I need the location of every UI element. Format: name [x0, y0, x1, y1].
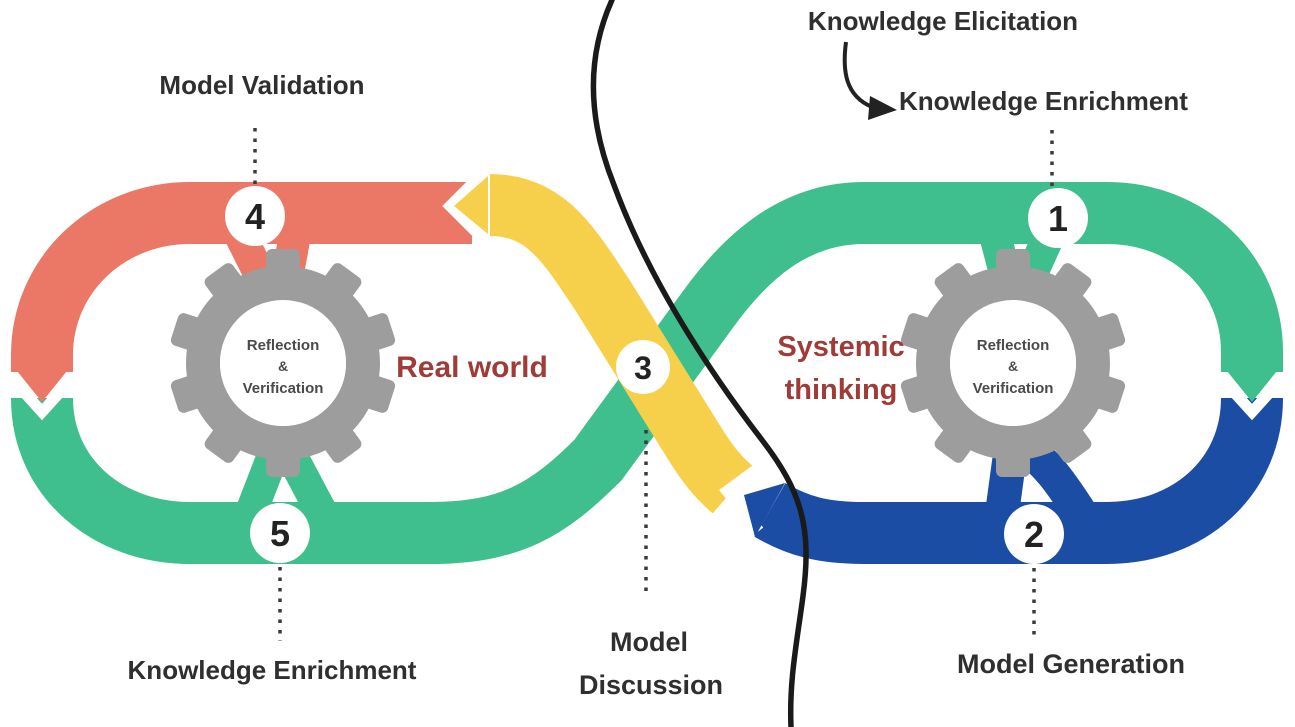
ribbon-green-lower-left-to-upper-right	[11, 182, 1283, 564]
step-marker-2: 2	[1004, 504, 1064, 564]
step-number: 3	[634, 350, 652, 386]
green-arrowhead-down	[1223, 366, 1281, 402]
label-real-world: Real world	[396, 351, 548, 384]
chevron-gap-left-edge	[8, 376, 76, 421]
step-marker-5: 5	[250, 503, 310, 563]
ribbon-yellow-crossing	[488, 174, 754, 514]
label-thinking: thinking	[785, 374, 898, 406]
step-number: 1	[1048, 198, 1068, 239]
gear-text-line2: &	[1008, 358, 1018, 374]
step-number: 4	[245, 196, 265, 237]
step-marker-4: 4	[225, 186, 285, 246]
step-marker-1: 1	[1028, 188, 1088, 248]
gear-text-line3: Verification	[243, 380, 324, 397]
step-marker-3: 3	[616, 340, 670, 394]
gear-text-line1: Reflection	[977, 337, 1050, 354]
gear-text-line3: Verification	[973, 380, 1054, 397]
chevron-gap-bottom-center	[719, 458, 769, 535]
label-model-discussion-line2: Discussion	[579, 670, 723, 700]
label-systemic: Systemic	[777, 331, 904, 363]
label-knowledge-enrichment-top: Knowledge Enrichment	[899, 86, 1188, 116]
step-number: 2	[1024, 514, 1044, 555]
red-arrowhead-down	[13, 366, 71, 402]
blue-arrowhead-upleft	[744, 483, 785, 537]
right-gear-icon: Reflection & Verification	[900, 249, 1126, 477]
curved-arrow-down-right-icon	[842, 41, 897, 120]
yellow-arrowhead-left	[454, 176, 488, 234]
label-model-validation: Model Validation	[159, 70, 364, 100]
chevron-gap-right-edge	[1218, 376, 1286, 421]
gear-text-line1: Reflection	[247, 337, 320, 354]
label-model-generation: Model Generation	[957, 649, 1185, 679]
ribbon-red-top-left-loop	[11, 182, 472, 372]
step-number: 5	[270, 513, 290, 554]
label-knowledge-elicitation: Knowledge Elicitation	[808, 6, 1078, 36]
label-knowledge-enrichment-bottom: Knowledge Enrichment	[128, 655, 417, 685]
left-gear-icon: Reflection & Verification	[170, 249, 396, 477]
label-model-discussion-line1: Model	[610, 627, 688, 657]
gear-text-line2: &	[278, 358, 288, 374]
divider-curve	[590, 0, 809, 727]
chevron-gap-top-center	[442, 172, 484, 240]
